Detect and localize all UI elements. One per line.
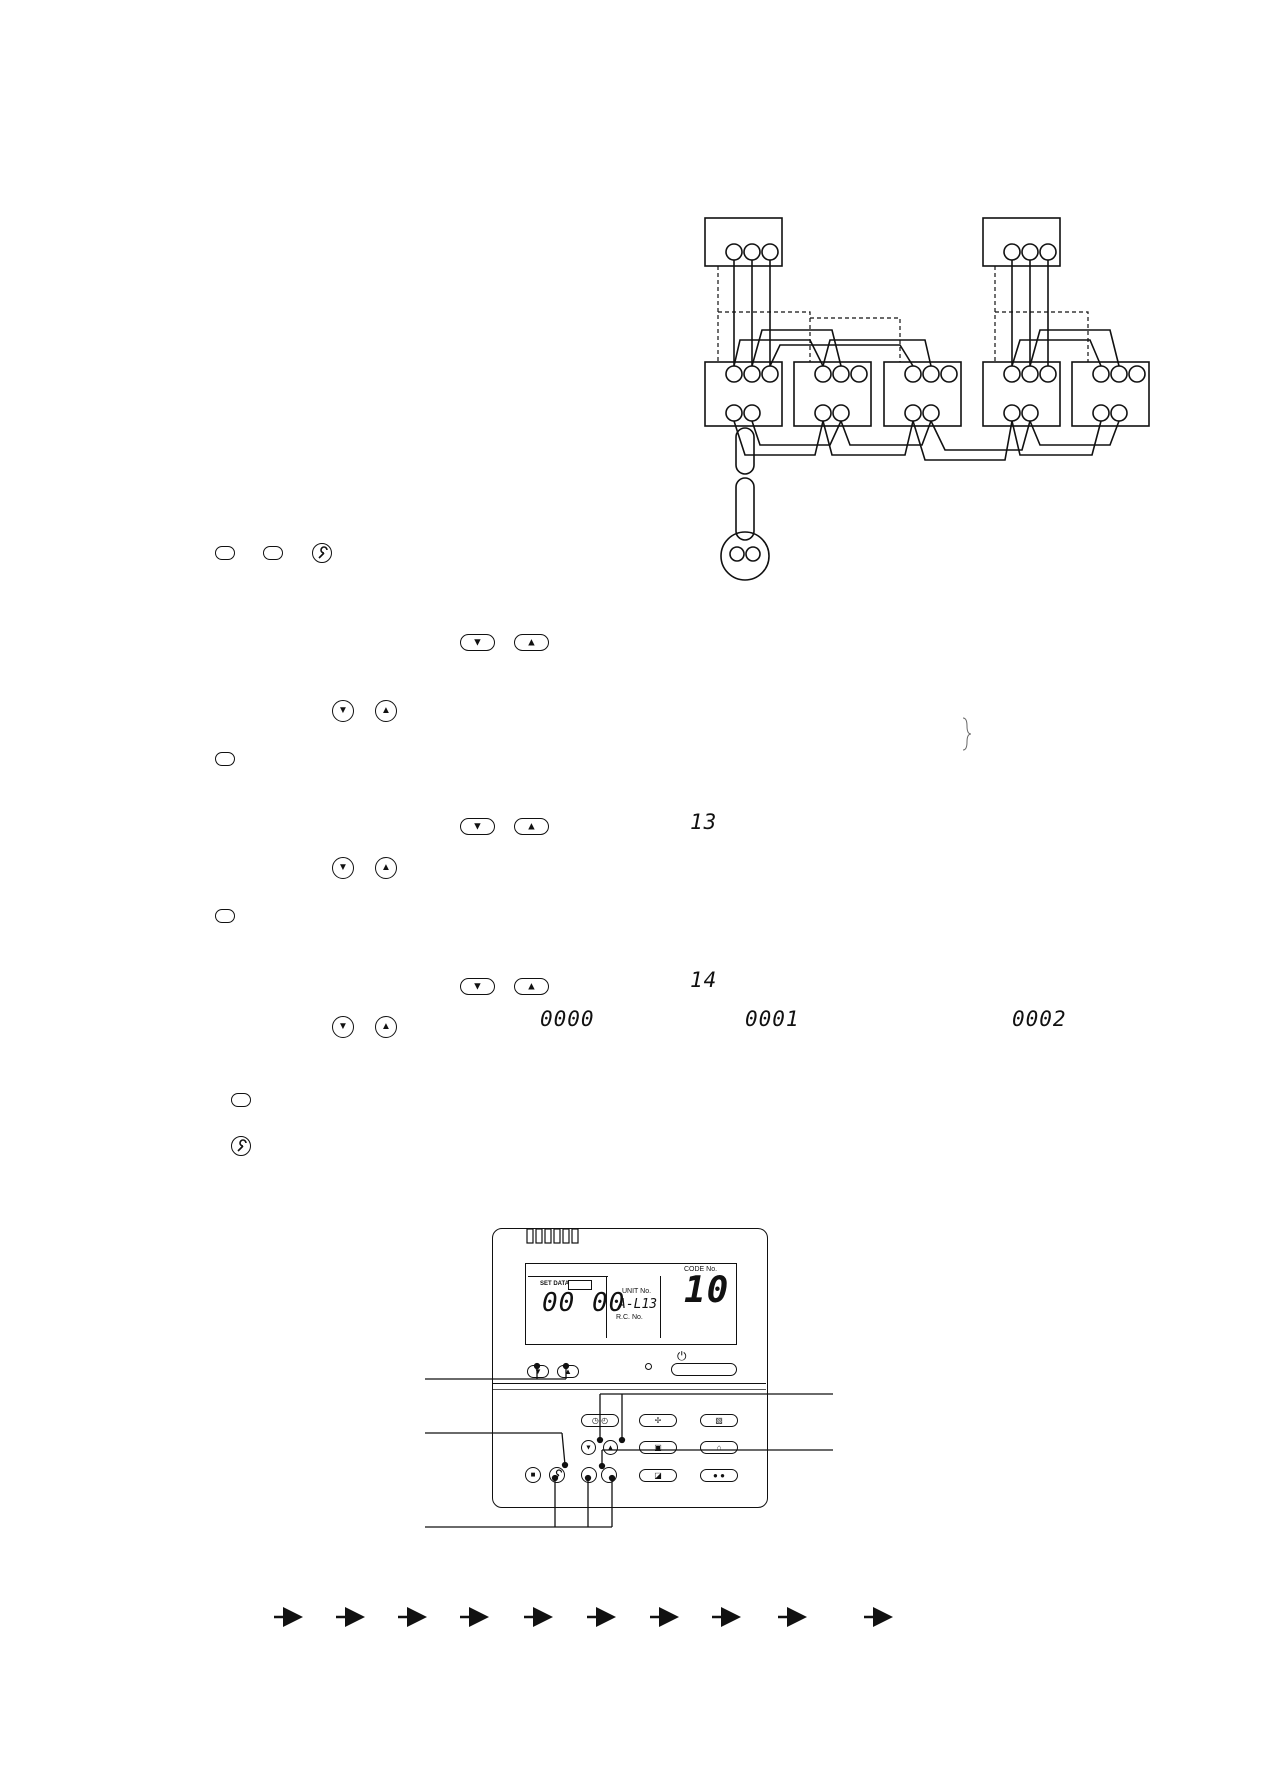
temp-up-symbol-2: ▲ — [514, 818, 549, 835]
up-triangle-icon: ▲ — [526, 820, 537, 832]
wrench-check-icon — [237, 1139, 247, 1152]
unit-no-label: UNIT No. — [622, 1288, 652, 1295]
set-button-symbol — [215, 546, 235, 560]
set-button[interactable] — [581, 1467, 597, 1483]
filter-reset-button[interactable]: ■ — [525, 1467, 541, 1483]
time-up-symbol-2: ▲ — [375, 857, 397, 879]
temp-down-symbol-2: ▼ — [460, 818, 495, 835]
temp-up-symbol: ▲ — [514, 634, 549, 651]
code-14-display: 14 — [690, 968, 718, 992]
down-triangle-icon: ▼ — [338, 861, 348, 873]
wrench-check-icon — [318, 546, 328, 559]
set-button-symbol-2 — [215, 752, 235, 766]
on-off-button[interactable] — [671, 1363, 737, 1376]
check-button-symbol — [312, 543, 332, 563]
up-triangle-icon: ▲ — [381, 861, 391, 873]
up-triangle-icon: ▲ — [381, 1020, 391, 1032]
lcd-display: SET DATA 00 00 UNIT No. A-L13 R.C. No. C… — [525, 1263, 737, 1345]
set-data-label: SET DATA — [540, 1281, 570, 1287]
down-triangle-icon: ▼ — [472, 980, 483, 992]
time-up-button[interactable]: ▲ — [603, 1440, 618, 1455]
data-0002-display: 0002 — [1012, 1007, 1067, 1031]
set-button-symbol-4 — [231, 1093, 251, 1107]
set-data-value: 00 00 — [542, 1288, 626, 1318]
cl-button-symbol — [263, 546, 283, 560]
time-down-symbol: ▼ — [332, 700, 354, 722]
code-no-label: CODE No. — [684, 1266, 718, 1273]
data-0000-display: 0000 — [540, 1007, 595, 1031]
down-triangle-icon: ▼ — [338, 704, 348, 716]
power-icon: ⏻ — [677, 1349, 687, 1363]
time-down-button[interactable]: ▼ — [581, 1440, 596, 1455]
louver-button[interactable]: ▧ — [700, 1414, 738, 1427]
temp-down-symbol-3: ▼ — [460, 978, 495, 995]
unit-select-button[interactable]: ● ● — [700, 1469, 738, 1482]
up-triangle-icon: ▲ — [526, 636, 537, 648]
rc-no-label: R.C. No. — [616, 1314, 643, 1321]
temp-up-symbol-3: ▲ — [514, 978, 549, 995]
up-triangle-icon: ▲ — [381, 704, 391, 716]
unit-no-value: A-L13 — [618, 1297, 658, 1312]
time-up-symbol: ▲ — [375, 700, 397, 722]
code-no-value: 10 — [684, 1270, 730, 1311]
mode-button[interactable]: ▣ — [639, 1441, 677, 1454]
down-triangle-icon: ▼ — [338, 1020, 348, 1032]
wiring-diagram — [704, 217, 1150, 751]
vent-button[interactable]: ⌂ — [700, 1441, 738, 1454]
code-13-display: 13 — [690, 810, 718, 834]
down-triangle-icon: ▼ — [472, 636, 483, 648]
temp-down-symbol: ▼ — [460, 634, 495, 651]
vent-slots — [526, 1228, 579, 1244]
time-up-symbol-3: ▲ — [375, 1016, 397, 1038]
arrow-sequence — [274, 1607, 893, 1627]
time-down-symbol-2: ▼ — [332, 857, 354, 879]
check-button-symbol-2 — [231, 1136, 251, 1156]
down-triangle-icon: ▼ — [472, 820, 483, 832]
data-0001-display: 0001 — [745, 1007, 800, 1031]
indicator-lamp — [645, 1363, 652, 1370]
fan-button[interactable]: ✢ — [639, 1414, 677, 1427]
swing-button[interactable]: ◪ — [639, 1469, 677, 1482]
time-down-symbol-3: ▼ — [332, 1016, 354, 1038]
set-button-symbol-3 — [215, 909, 235, 923]
up-triangle-icon: ▲ — [526, 980, 537, 992]
